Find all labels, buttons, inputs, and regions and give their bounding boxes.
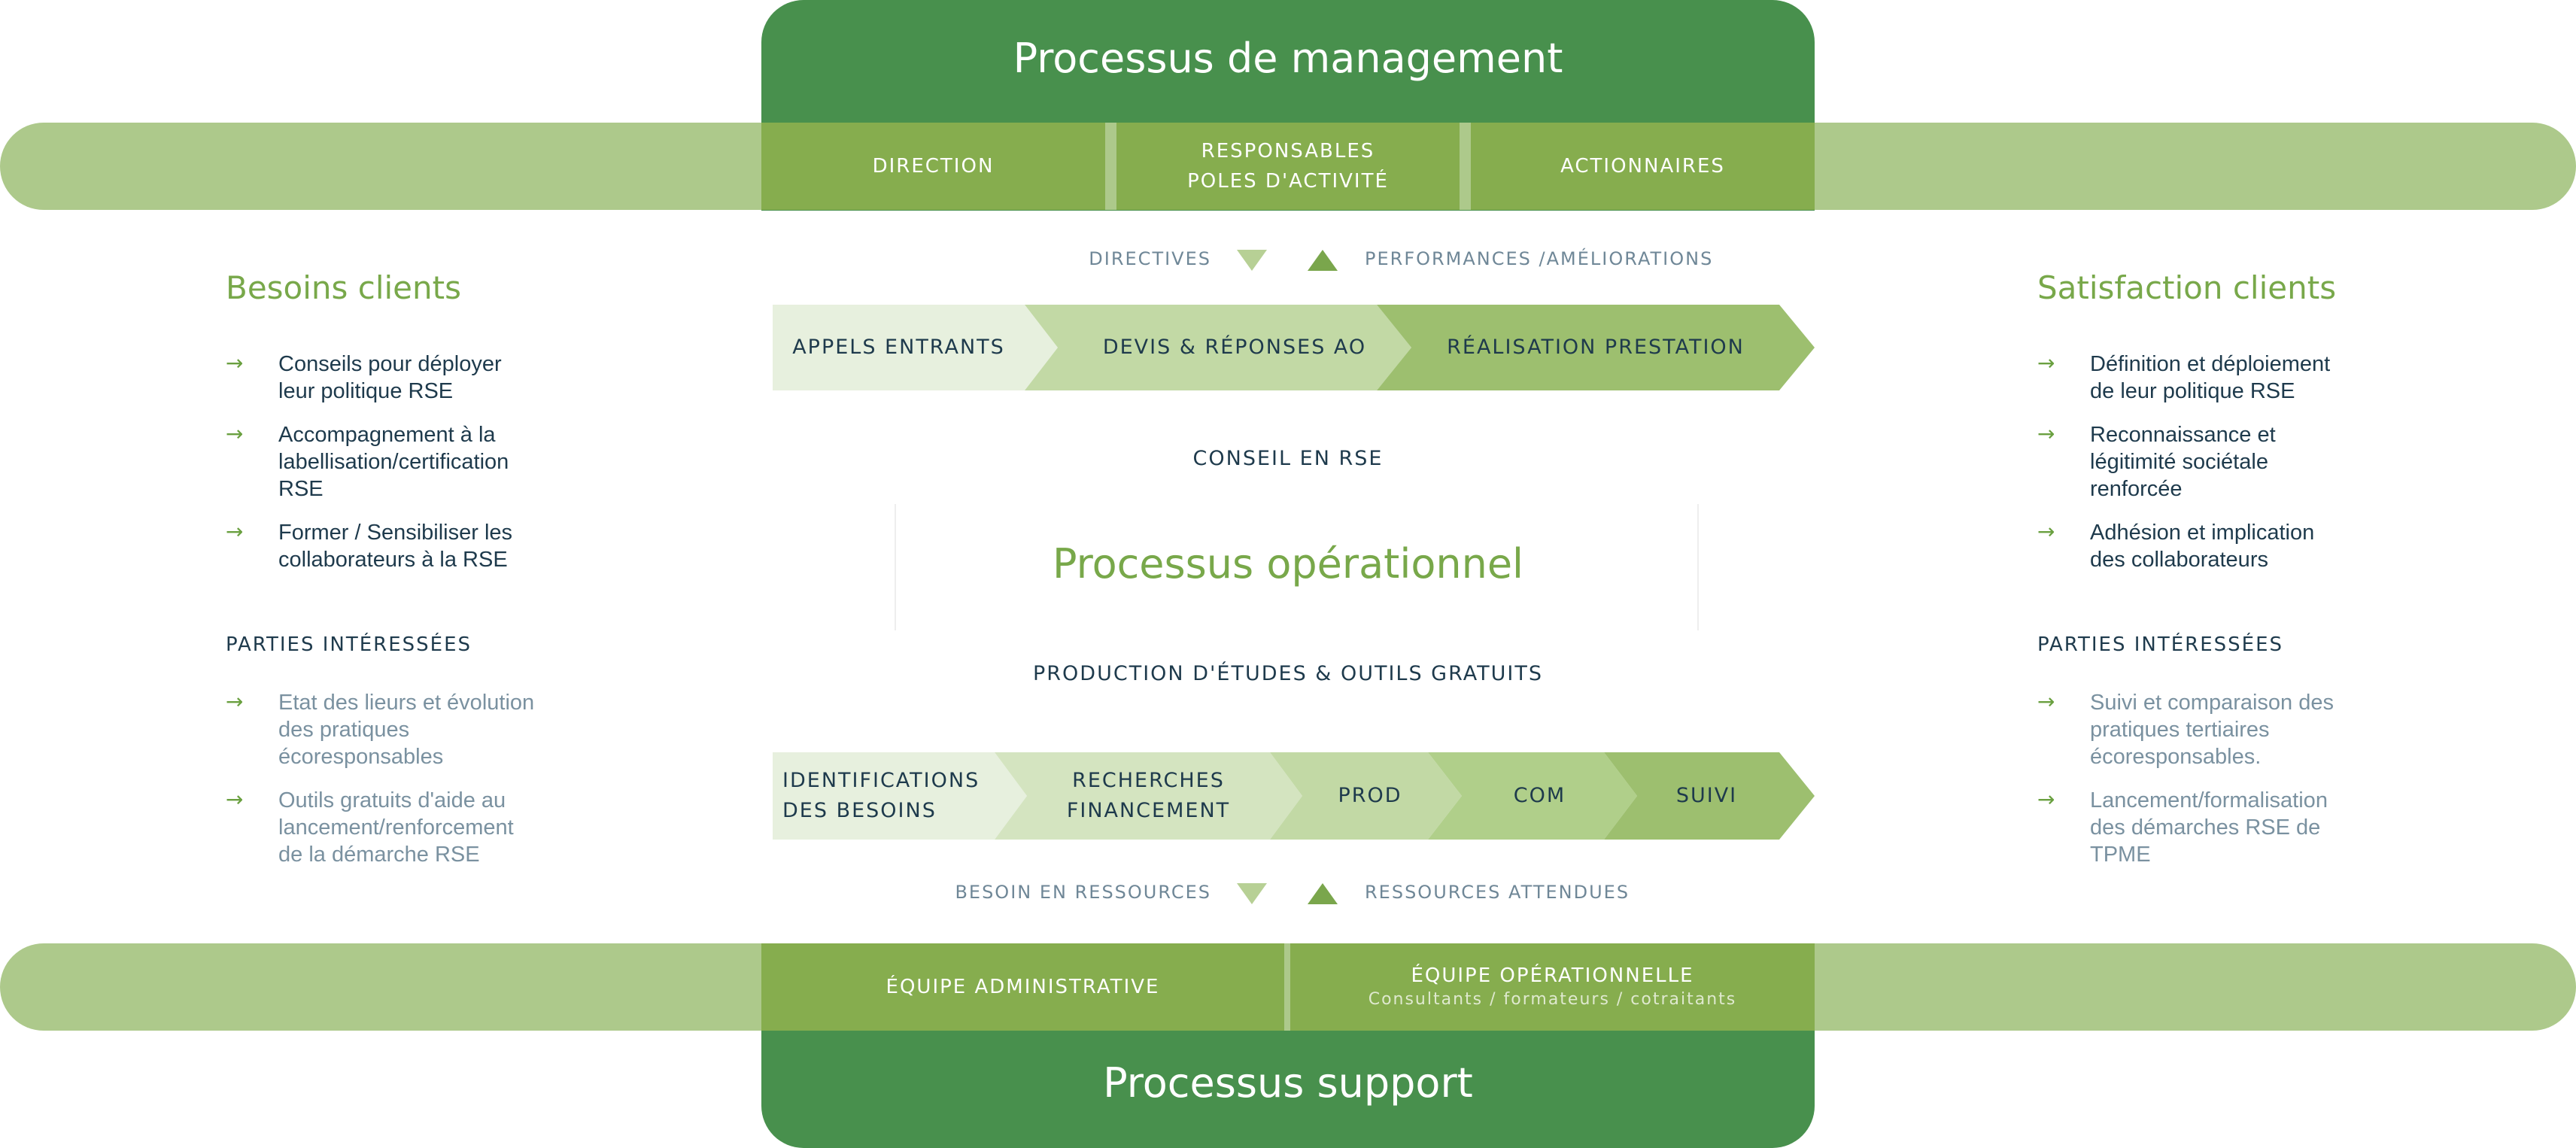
support-title: Processus support [1103, 1059, 1473, 1107]
arrow-right-icon: → [2037, 351, 2055, 375]
upper-chevron-label-1: APPELS ENTRANTS [792, 336, 1005, 359]
management-title: Processus de management [1013, 35, 1563, 82]
lower-chevron-label-2: RECHERCHES FINANCEMENT [1066, 769, 1231, 822]
left-title: Besoins clients [226, 269, 461, 306]
up-triangle-icon [1308, 883, 1338, 904]
arrow-right-icon: → [2037, 787, 2055, 812]
arrow-right-icon: → [226, 689, 244, 714]
left-need-text: Former / Sensibiliser les collaborateurs… [278, 521, 513, 572]
lower-chevron-5 [1604, 752, 1815, 840]
left-party-text: Etat des lieurs et évolution des pratiqu… [278, 691, 535, 769]
operational-title: Processus opérationnel [1052, 540, 1524, 588]
lower-chevron-label-4: COM [1513, 784, 1566, 807]
left-need-text: Accompagnement à la labellisation/certif… [278, 423, 509, 501]
lower-chevron-label-3: PROD [1338, 784, 1402, 807]
lower-chevron-3 [1270, 752, 1462, 840]
flow-label-ressources-attendues: RESSOURCES ATTENDUES [1365, 882, 1630, 903]
flow-label-besoin-ressources: BESOIN EN RESSOURCES [955, 882, 1211, 903]
right-need-text: Adhésion et implication des collaborateu… [2090, 521, 2315, 572]
support-band [0, 943, 2576, 1031]
operational-divider-right [1697, 504, 1699, 630]
conseil-label: CONSEIL EN RSE [1192, 447, 1384, 470]
up-triangle-icon [1308, 250, 1338, 271]
arrow-right-icon: → [2037, 689, 2055, 714]
management-cell-direction: DIRECTION [761, 123, 1105, 210]
right-title: Satisfaction clients [2037, 269, 2337, 306]
support-ops-title: ÉQUIPE OPÉRATIONNELLE [1411, 964, 1694, 987]
right-party-text: Suivi et comparaison des pratiques terti… [2090, 691, 2334, 769]
support-ops-subtitle: Consultants / formateurs / cotraitants [1368, 990, 1737, 1009]
management-cell-responsables: RESPONSABLES POLES D'ACTIVITÉ [1116, 123, 1460, 210]
lower-chevron-label-5: SUIVI [1675, 784, 1738, 807]
lower-chevron-label-1: IDENTIFICATIONS DES BESOINS [782, 769, 980, 822]
arrow-right-icon: → [226, 787, 244, 812]
down-triangle-icon [1237, 250, 1267, 271]
right-parties-title: PARTIES INTÉRESSÉES [2037, 633, 2284, 656]
arrow-right-icon: → [226, 351, 244, 375]
lower-chevron-1 [773, 752, 1027, 840]
production-label: PRODUCTION D'ÉTUDES & OUTILS GRATUITS [1033, 662, 1543, 685]
left-party-text: Outils gratuits d'aide au lancement/renf… [278, 788, 514, 867]
arrow-right-icon: → [2037, 519, 2055, 544]
support-cell-ops: ÉQUIPE OPÉRATIONNELLE Consultants / form… [1290, 943, 1815, 1031]
lower-chevron-2 [995, 752, 1302, 840]
left-need-text: Conseils pour déployer leur politique RS… [278, 352, 502, 403]
operational-divider-left [895, 504, 896, 630]
lower-chevron-4 [1428, 752, 1637, 840]
right-need-text: Définition et déploiement de leur politi… [2090, 352, 2331, 403]
down-triangle-icon [1237, 883, 1267, 904]
right-party-text: Lancement/formalisation des démarches RS… [2090, 788, 2328, 867]
upper-chevron-1 [773, 305, 1058, 390]
left-parties-title: PARTIES INTÉRESSÉES [226, 633, 472, 656]
arrow-right-icon: → [2037, 421, 2055, 446]
upper-chevron-label-2: DEVIS & RÉPONSES AO [1102, 336, 1367, 359]
upper-chevron-3 [1377, 305, 1815, 390]
support-cell-admin: ÉQUIPE ADMINISTRATIVE [761, 943, 1284, 1031]
arrow-right-icon: → [226, 519, 244, 544]
flow-label-performances: PERFORMANCES /AMÉLIORATIONS [1365, 248, 1714, 269]
arrow-right-icon: → [226, 421, 244, 446]
upper-chevron-2 [1025, 305, 1411, 390]
right-need-text: Reconnaissance et légitimité sociétale r… [2090, 423, 2276, 501]
upper-chevron-label-3: RÉALISATION PRESTATION [1447, 336, 1745, 359]
flow-label-directives: DIRECTIVES [1089, 248, 1211, 269]
management-cell-actionnaires: ACTIONNAIRES [1471, 123, 1815, 210]
